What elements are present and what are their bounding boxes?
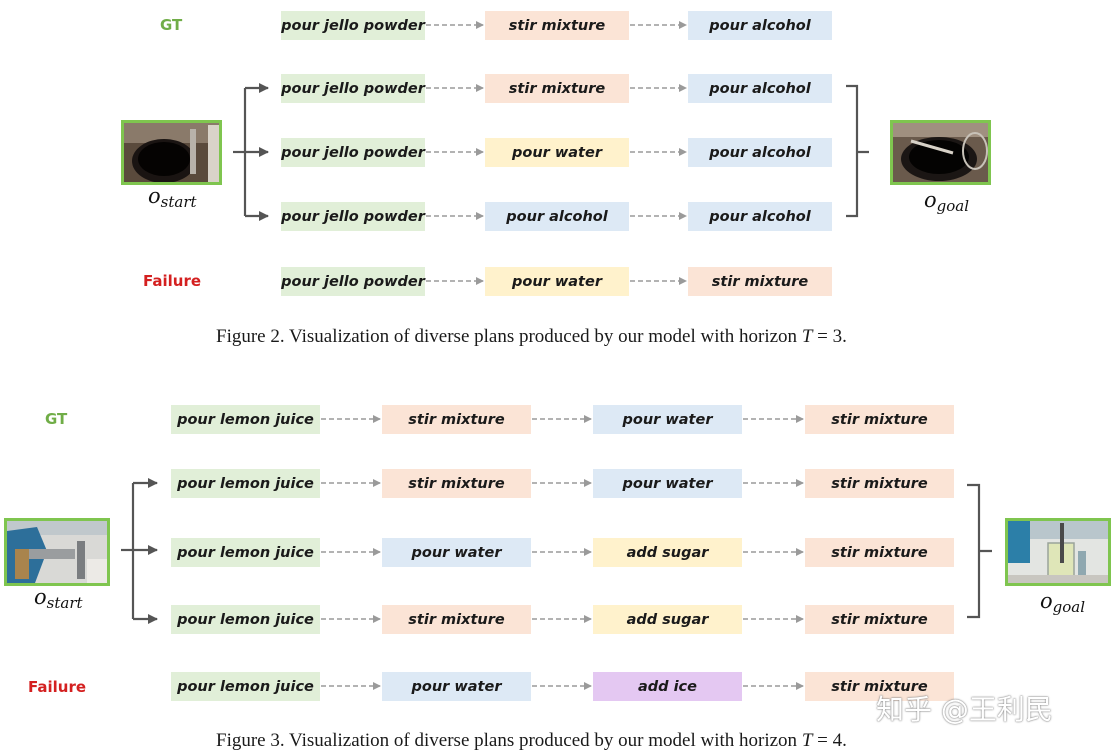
fig2-r0-step1: pour jello powder [281,11,425,40]
fig3-goal-label: ogoal [1040,589,1086,616]
fig3-failure-label: Failure [28,678,87,696]
fig3-r1-step4: stir mixture [805,469,954,498]
fig3-r2-step4: stir mixture [805,538,954,567]
fig3-r4-step3: add ice [593,672,742,701]
fig2-r2-step2: pour water [485,138,629,167]
fig2-r0-step2: stir mixture [485,11,629,40]
fig2-r4-step3: stir mixture [688,267,832,296]
fig3-r0-step2: stir mixture [382,405,531,434]
fig2-r4-step1: pour jello powder [281,267,425,296]
fig3-r4-step2: pour water [382,672,531,701]
fig2-failure-label: Failure [143,272,202,290]
fig3-start-label: ostart [34,585,83,612]
fig2-start-image [124,123,219,182]
fig3-r4-step4: stir mixture [805,672,954,701]
fig3-start-frame [4,518,110,586]
fig2-r1-step1: pour jello powder [281,74,425,103]
fig3-r1-step1: pour lemon juice [171,469,320,498]
fig3-r2-step3: add sugar [593,538,742,567]
fig2-start-branch [233,83,269,221]
fig2-r3-step1: pour jello powder [281,202,425,231]
fig3-r0-step1: pour lemon juice [171,405,320,434]
fig2-r2-step1: pour jello powder [281,138,425,167]
fig2-step-arrows [426,21,687,285]
fig3-start-branch [121,478,158,624]
fig2-r4-step2: pour water [485,267,629,296]
fig2-goal-image [893,123,988,182]
fig2-r3-step3: pour alcohol [688,202,832,231]
fig3-r0-step3: pour water [593,405,742,434]
fig2-r1-step3: pour alcohol [688,74,832,103]
fig2-goal-bracket [846,84,869,218]
fig3-r4-step1: pour lemon juice [171,672,320,701]
fig3-r3-step4: stir mixture [805,605,954,634]
fig3-r0-step4: stir mixture [805,405,954,434]
fig3-r3-step3: add sugar [593,605,742,634]
fig2-start-frame [121,120,222,185]
fig3-caption: Figure 3. Visualization of diverse plans… [216,730,847,751]
fig3-start-image [7,521,107,583]
fig2-caption: Figure 2. Visualization of diverse plans… [216,326,847,347]
fig2-start-label: ostart [148,184,197,211]
fig2-r0-step3: pour alcohol [688,11,832,40]
fig3-r1-step3: pour water [593,469,742,498]
fig3-step-arrows [321,415,804,690]
watermark: 知乎 @王利民 [876,693,1053,726]
fig3-r3-step2: stir mixture [382,605,531,634]
fig3-r1-step2: stir mixture [382,469,531,498]
fig3-r2-step2: pour water [382,538,531,567]
fig3-r2-step1: pour lemon juice [171,538,320,567]
fig3-gt-label: GT [45,410,68,428]
fig2-r1-step2: stir mixture [485,74,629,103]
fig2-gt-label: GT [160,16,183,34]
fig3-goal-bracket [967,483,992,619]
fig2-goal-label: ogoal [924,188,970,215]
fig2-r3-step2: pour alcohol [485,202,629,231]
fig2-goal-frame [890,120,991,185]
fig3-r3-step1: pour lemon juice [171,605,320,634]
fig2-r2-step3: pour alcohol [688,138,832,167]
fig3-goal-frame [1005,518,1111,586]
fig3-goal-image [1008,521,1108,583]
